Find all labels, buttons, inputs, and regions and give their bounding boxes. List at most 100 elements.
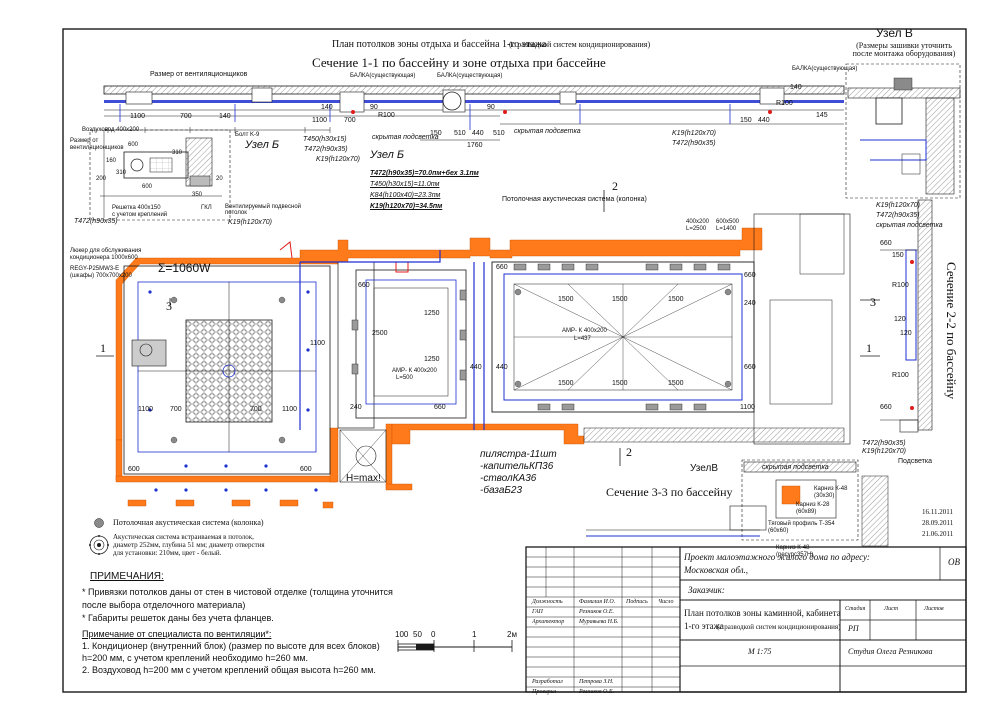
power-total: Σ=1060W <box>158 261 211 275</box>
axis-1-right: 1 <box>866 341 872 355</box>
beam-label-3: БАЛКА(существующая) <box>792 66 858 72</box>
plan-dim-2500: 2500 <box>372 330 388 337</box>
dim-1100-b: 1100 <box>312 117 328 124</box>
amp-label-1b: L=437 <box>574 336 591 342</box>
stamp-checked: Проверил <box>532 689 557 695</box>
stamp-developed-name: Петрова З.Н. <box>579 679 614 685</box>
dim-90-b: 90 <box>487 104 495 111</box>
dim-145: 145 <box>816 112 828 119</box>
legend-builtin-2: диаметр 252мм, глубина 51 мм; диаметр от… <box>113 541 265 549</box>
legend-builtin-1: Акустическая система встраиваемая в пото… <box>113 533 254 541</box>
title-block <box>525 546 967 693</box>
section-1-1-slab <box>103 85 845 95</box>
section-33-k19: K19(h120x70) <box>862 448 906 455</box>
dim-r100-a: R100 <box>378 112 395 119</box>
scale-bar <box>397 640 513 652</box>
plan-duct-400x200: 400х200 <box>686 219 710 225</box>
note-1a: * Привязки потолков даны от стен в чисто… <box>82 587 393 597</box>
material-t450: T450(h30x15)=11.0пм <box>370 181 440 188</box>
sheet-title: План потолков зоны отдыха и бассейна 1-г… <box>332 39 547 50</box>
detail-b-bolt: Болт K-9 <box>235 132 260 138</box>
material-t472: T472(h90x35)=70.0пм+бех 3.1пм <box>370 170 479 177</box>
uzel-v-title: Узел В <box>876 26 913 40</box>
plan-dim-700-a: 700 <box>170 406 182 413</box>
section-22-t472: T472(h90x35) <box>876 212 920 219</box>
detail-b-duct: Воздуховод 400х200 <box>82 127 140 133</box>
amp-label-2b: L=500 <box>396 375 413 381</box>
material-k19: K19(h120x70)=34.5пм <box>370 203 443 210</box>
detail-b-dim-600-b: 600 <box>128 142 139 148</box>
revision-date-2: 28.09.2011 <box>922 519 954 527</box>
revision-date-1: 16.11.2011 <box>922 508 953 516</box>
beam-label-2: БАЛКА(существующая) <box>437 73 503 79</box>
plan-room-rest <box>123 265 331 475</box>
axis-3-inner: 3 <box>166 299 172 313</box>
unit-spec: REGY-P25MW3-E <box>70 266 120 272</box>
dim-150-a: 150 <box>430 130 442 137</box>
hmax-label: H=max! <box>346 473 381 484</box>
plan-dim-660-b: 660 <box>434 404 446 411</box>
stamp-code: ОВ <box>948 557 960 567</box>
scale-label-1: 1 <box>472 630 477 639</box>
detail-b-size-from-2: вентиляционщиков <box>70 145 124 151</box>
plan-dim-1500-e: 1500 <box>612 380 628 387</box>
plan-dim-1100-b: 1100 <box>282 406 298 413</box>
t472-label-a: T472(h90х35) <box>304 146 348 153</box>
hatch-spec: Люкер для обслуживания <box>70 248 142 254</box>
legend-speaker-symbol <box>94 518 104 528</box>
material-k84: K84(h100x40)=23.3пм <box>370 192 441 199</box>
dim-1100-a: 1100 <box>130 113 146 120</box>
spec-notes-heading: Примечание от специалиста по вентиляции*… <box>82 629 272 639</box>
spec-note-1a: 1. Кондиционер (внутренний блок) (размер… <box>82 641 380 651</box>
stamp-header-name: Фамилия И.О. <box>579 599 616 605</box>
section-33-profile: Тяговый профиль Т-354 <box>768 521 835 527</box>
section-22-dim-120-b: 120 <box>900 330 912 337</box>
detail-b-dim-160: 160 <box>106 158 117 164</box>
section-33-kornice-2: Карниз К-28 <box>796 502 830 508</box>
section-33-t472: T472(h90x35) <box>862 440 906 447</box>
section-33-profile-b: (60х60) <box>768 528 789 534</box>
section-22-dim-r100-b: R100 <box>892 372 909 379</box>
plan-dim-660-a: 660 <box>358 282 370 289</box>
scale-label-50: 50 <box>413 630 422 639</box>
section-3-3 <box>586 459 889 547</box>
hatch-spec-2: кондиционера 1000х600 <box>70 255 138 261</box>
detail-b-dim-20: 20 <box>216 176 223 182</box>
dim-150-b: 150 <box>740 117 752 124</box>
stamp-customer: Заказчик: <box>688 585 725 595</box>
dim-140-c: 140 <box>790 84 802 91</box>
plan-dim-660-c: 660 <box>496 264 508 271</box>
legend-speaker: Потолочная акустическая система (колонка… <box>113 518 264 527</box>
axis-1-left: 1 <box>100 341 106 355</box>
plan-corridor-room <box>355 269 467 419</box>
plan-duct-l1400: L=1400 <box>716 226 737 232</box>
section-22-dim-660-a: 660 <box>880 404 892 411</box>
plan-dim-1250-b: 1250 <box>424 356 440 363</box>
dim-140-b: 140 <box>321 104 333 111</box>
detail-uzel-b <box>89 129 231 221</box>
plan-dim-440-b: 440 <box>496 364 508 371</box>
section-1-1-ceiling-line <box>104 100 844 103</box>
section-33-kornice-1: Карниз К-48 <box>814 486 848 492</box>
detail-b-t472: T472(h90x35) <box>74 218 118 225</box>
detail-b-ventile-2: потолок <box>225 210 247 216</box>
detail-uzel-v-top <box>845 63 961 199</box>
section-2-2-title: Сечение 2-2 по бассейну <box>944 262 959 400</box>
stamp-sheet-header: Лист <box>884 606 899 612</box>
detail-b-dim-600-a: 600 <box>142 184 153 190</box>
uzel-v-bottom-label: УзелВ <box>690 463 718 474</box>
scale-label-2m: 2м <box>507 630 517 639</box>
main-plan <box>96 190 880 509</box>
stamp-arch: Архитектор <box>532 619 565 625</box>
section-22-dim-660-b: 660 <box>880 240 892 247</box>
dim-90-a: 90 <box>370 104 378 111</box>
plan-dim-1500-b: 1500 <box>612 296 628 303</box>
unit-spec-2: (шкафы) 700х700х200 <box>70 273 132 279</box>
beam-label-1: БАЛКА(существующая) <box>350 73 416 79</box>
detail-b-k19: K19(h120x70) <box>228 219 272 226</box>
plan-dim-1500-c: 1500 <box>668 296 684 303</box>
pilaster-trunk: -стволКА36 <box>480 473 537 484</box>
dim-1760: 1760 <box>467 142 483 149</box>
